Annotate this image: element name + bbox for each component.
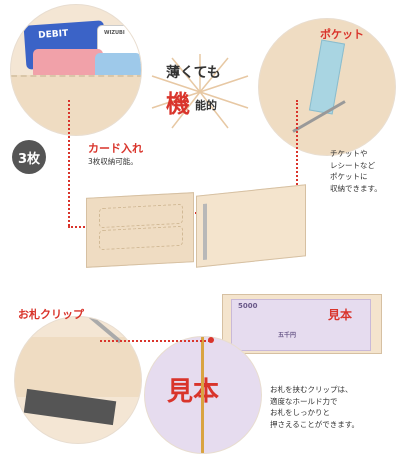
slogan-line1: 薄くても: [166, 65, 221, 81]
bill-stamp: 見本: [328, 308, 353, 322]
clip-description: お札を挟むクリップは、 適度なホールド力で お札をしっかりと 押さえることができ…: [270, 385, 360, 429]
pocket-title: ポケット: [320, 28, 364, 41]
bill-stamp-large: 見本: [167, 377, 220, 407]
debit-label: DEBIT: [37, 28, 69, 41]
card-description: 3枚収納可能。: [88, 157, 138, 166]
pocket-description: チケットや レシートなど ポケットに 収納できます。: [330, 149, 382, 193]
leather-front: [11, 75, 141, 135]
wallet-right-panel: [196, 184, 306, 268]
pink-card: [33, 49, 103, 79]
wallet-with-bill: 5000 見本 五千円: [222, 294, 382, 354]
card-slots-photo: DEBIT WIZUBI: [10, 4, 142, 136]
clip-title: お札クリップ: [18, 308, 84, 321]
clip-gold: [201, 337, 204, 453]
bill-amount: 5000: [238, 302, 258, 310]
banknote: 5000 見本 五千円: [231, 299, 371, 351]
card-title: カード入れ: [88, 142, 143, 155]
wallet-left-panel: [86, 192, 194, 268]
wallet-clip: [203, 203, 207, 261]
card-count-badge: 3枚: [12, 140, 46, 174]
slogan-big: 機: [166, 89, 190, 118]
slogan-small: 能的: [195, 99, 217, 112]
card-brand: WIZUBI: [104, 30, 125, 36]
bill-closeup-photo: 見本: [144, 336, 262, 454]
pocket-photo: [258, 18, 396, 156]
clip-photo: [14, 316, 142, 444]
slogan-burst: [151, 54, 249, 129]
bill-kanji: 五千円: [278, 332, 297, 339]
